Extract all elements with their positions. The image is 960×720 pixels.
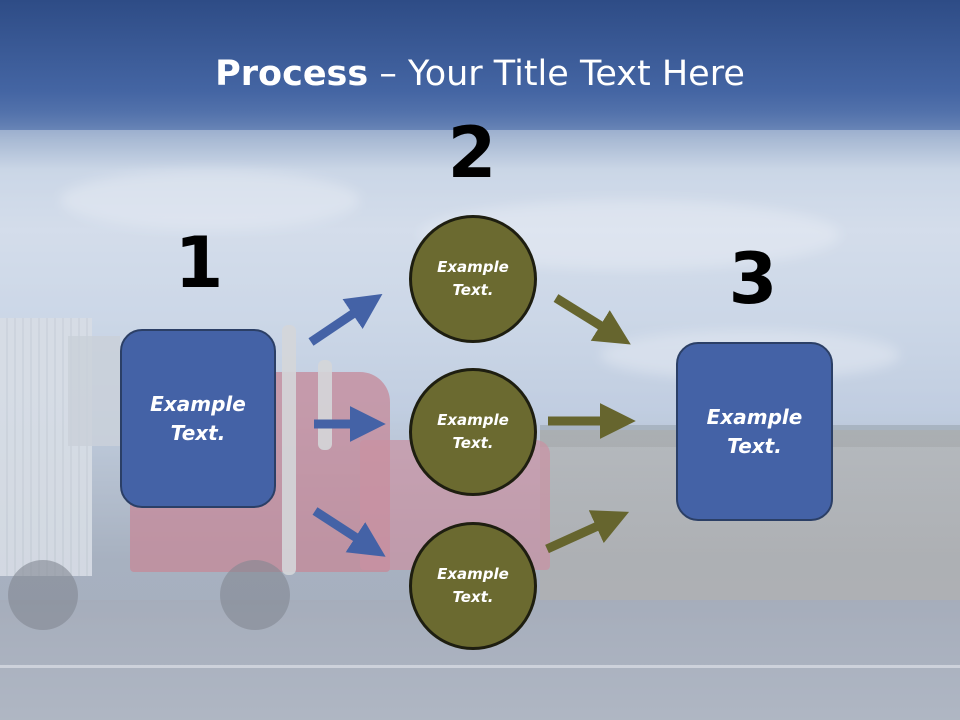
step-2-circle-bottom[interactable]: Example Text. — [409, 522, 537, 650]
slide-title: Process – Your Title Text Here — [0, 52, 960, 96]
arrow-1-to-2c — [312, 507, 386, 557]
step-number-1: 1 — [174, 222, 224, 304]
arrow-1-to-2a — [308, 293, 383, 346]
road-line — [0, 665, 960, 668]
title-strong: Process — [215, 54, 369, 94]
exhaust-stack — [282, 325, 296, 575]
step-2-circle-middle[interactable]: Example Text. — [409, 368, 537, 496]
circle-label: Example Text. — [437, 411, 509, 452]
circle-label: Example Text. — [437, 258, 509, 299]
title-rest: – Your Title Text Here — [368, 54, 745, 94]
step-3-label: Example Text. — [706, 404, 803, 458]
truck-reefer-unit — [68, 336, 120, 446]
arrow-2a-to-3 — [553, 294, 631, 345]
step-number-2: 2 — [447, 112, 497, 194]
truck-wheel — [220, 560, 290, 630]
step-3-box[interactable]: Example Text. — [676, 342, 833, 521]
step-1-box[interactable]: Example Text. — [120, 329, 276, 508]
title-band — [0, 0, 960, 130]
step-1-label: Example Text. — [150, 391, 246, 445]
cloud — [60, 170, 360, 230]
arrow-2c-to-3 — [545, 510, 630, 554]
step-2-circle-top[interactable]: Example Text. — [409, 215, 537, 343]
circle-label: Example Text. — [437, 565, 509, 606]
truck-wheel — [8, 560, 78, 630]
step-number-3: 3 — [728, 238, 778, 320]
